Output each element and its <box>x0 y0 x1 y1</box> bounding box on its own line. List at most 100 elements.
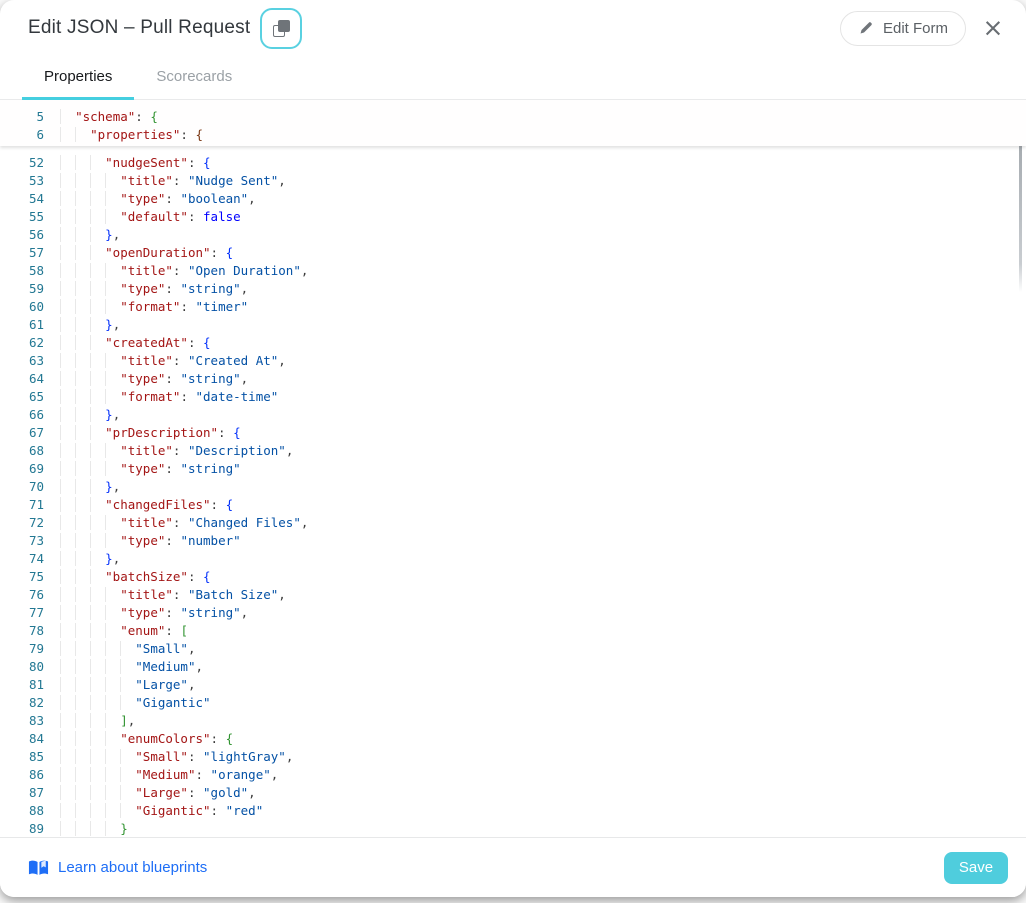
code-line: 82 "Gigantic" <box>0 694 1026 712</box>
copy-icon <box>272 19 290 37</box>
line-number: 74 <box>28 551 44 566</box>
code-line: 87 "Large": "gold", <box>0 784 1026 802</box>
line-number: 89 <box>28 821 44 836</box>
line-number: 76 <box>28 587 44 602</box>
line-number: 61 <box>28 317 44 332</box>
code-line: 58 "title": "Open Duration", <box>0 262 1026 280</box>
line-number: 69 <box>28 461 44 476</box>
line-number: 83 <box>28 713 44 728</box>
code-line: 76 "title": "Batch Size", <box>0 586 1026 604</box>
line-number: 87 <box>28 785 44 800</box>
code-line: 6 "properties": { <box>0 126 1026 144</box>
code-line: 77 "type": "string", <box>0 604 1026 622</box>
code-lines: 52 "nudgeSent": {53 "title": "Nudge Sent… <box>0 146 1026 837</box>
json-code-editor[interactable]: 5 "schema": {6 "properties": { 52 "nudge… <box>0 100 1026 837</box>
code-line: 86 "Medium": "orange", <box>0 766 1026 784</box>
tab-bar: Properties Scorecards <box>0 56 1026 100</box>
code-line: 70 }, <box>0 478 1026 496</box>
code-line: 69 "type": "string" <box>0 460 1026 478</box>
close-icon: × <box>982 13 1004 42</box>
line-number: 5 <box>36 109 44 124</box>
line-number: 67 <box>28 425 44 440</box>
line-number: 65 <box>28 389 44 404</box>
line-number: 81 <box>28 677 44 692</box>
code-line: 71 "changedFiles": { <box>0 496 1026 514</box>
code-line: 65 "format": "date-time" <box>0 388 1026 406</box>
save-button[interactable]: Save <box>944 851 1008 884</box>
code-line: 81 "Large", <box>0 676 1026 694</box>
code-line: 53 "title": "Nudge Sent", <box>0 172 1026 190</box>
book-icon <box>28 860 49 875</box>
line-number: 78 <box>28 623 44 638</box>
line-number: 84 <box>28 731 44 746</box>
code-line: 59 "type": "string", <box>0 280 1026 298</box>
code-line: 84 "enumColors": { <box>0 730 1026 748</box>
tab-scorecards-label: Scorecards <box>156 68 233 85</box>
code-line: 75 "batchSize": { <box>0 568 1026 586</box>
code-line: 52 "nudgeSent": { <box>0 154 1026 172</box>
line-number: 59 <box>28 281 44 296</box>
line-number: 77 <box>28 605 44 620</box>
learn-link-label: Learn about blueprints <box>58 859 208 876</box>
code-line: 57 "openDuration": { <box>0 244 1026 262</box>
code-line: 68 "title": "Description", <box>0 442 1026 460</box>
code-line: 83 ], <box>0 712 1026 730</box>
line-number: 85 <box>28 749 44 764</box>
code-line: 89 } <box>0 820 1026 837</box>
line-number: 88 <box>28 803 44 818</box>
edit-form-label: Edit Form <box>882 19 948 37</box>
line-number: 57 <box>28 245 44 260</box>
line-number: 66 <box>28 407 44 422</box>
line-number: 64 <box>28 371 44 386</box>
line-number: 62 <box>28 335 44 350</box>
code-line: 63 "title": "Created At", <box>0 352 1026 370</box>
line-number: 68 <box>28 443 44 458</box>
code-line: 74 }, <box>0 550 1026 568</box>
code-line: 61 }, <box>0 316 1026 334</box>
line-number: 56 <box>28 227 44 242</box>
code-line: 73 "type": "number" <box>0 532 1026 550</box>
line-number: 72 <box>28 515 44 530</box>
tab-properties[interactable]: Properties <box>22 56 135 100</box>
code-line: 64 "type": "string", <box>0 370 1026 388</box>
line-number: 52 <box>28 155 44 170</box>
pencil-icon <box>860 22 872 34</box>
line-number: 53 <box>28 173 44 188</box>
line-number: 75 <box>28 569 44 584</box>
page-title: Edit JSON – Pull Request <box>28 17 251 38</box>
tab-scorecards[interactable]: Scorecards <box>134 56 254 100</box>
code-line: 62 "createdAt": { <box>0 334 1026 352</box>
sticky-scroll-lines: 5 "schema": {6 "properties": { <box>0 100 1026 146</box>
copy-button[interactable] <box>260 7 303 49</box>
edit-form-button[interactable]: Edit Form <box>839 10 966 46</box>
editor-scrollbar-thumb[interactable] <box>1019 104 1022 292</box>
code-line: 67 "prDescription": { <box>0 424 1026 442</box>
line-number: 54 <box>28 191 44 206</box>
line-number: 80 <box>28 659 44 674</box>
line-number: 70 <box>28 479 44 494</box>
line-number: 63 <box>28 353 44 368</box>
code-line: 55 "default": false <box>0 208 1026 226</box>
line-number: 55 <box>28 209 44 224</box>
line-number: 6 <box>36 127 44 142</box>
code-line: 88 "Gigantic": "red" <box>0 802 1026 820</box>
code-line: 80 "Medium", <box>0 658 1026 676</box>
code-line: 72 "title": "Changed Files", <box>0 514 1026 532</box>
code-line: 78 "enum": [ <box>0 622 1026 640</box>
line-number: 79 <box>28 641 44 656</box>
code-line: 54 "type": "boolean", <box>0 190 1026 208</box>
learn-about-blueprints-link[interactable]: Learn about blueprints <box>28 859 207 877</box>
modal-header: Edit JSON – Pull Request Edit Form × <box>0 0 1026 56</box>
modal-footer: Learn about blueprints Save <box>0 837 1026 897</box>
line-number: 73 <box>28 533 44 548</box>
code-line: 56 }, <box>0 226 1026 244</box>
tab-properties-label: Properties <box>44 68 113 85</box>
code-line: 85 "Small": "lightGray", <box>0 748 1026 766</box>
code-line: 66 }, <box>0 406 1026 424</box>
header-actions: Edit Form × <box>839 10 1006 46</box>
line-number: 71 <box>28 497 44 512</box>
code-line: 60 "format": "timer" <box>0 298 1026 316</box>
close-button[interactable]: × <box>980 15 1006 41</box>
line-number: 58 <box>28 263 44 278</box>
